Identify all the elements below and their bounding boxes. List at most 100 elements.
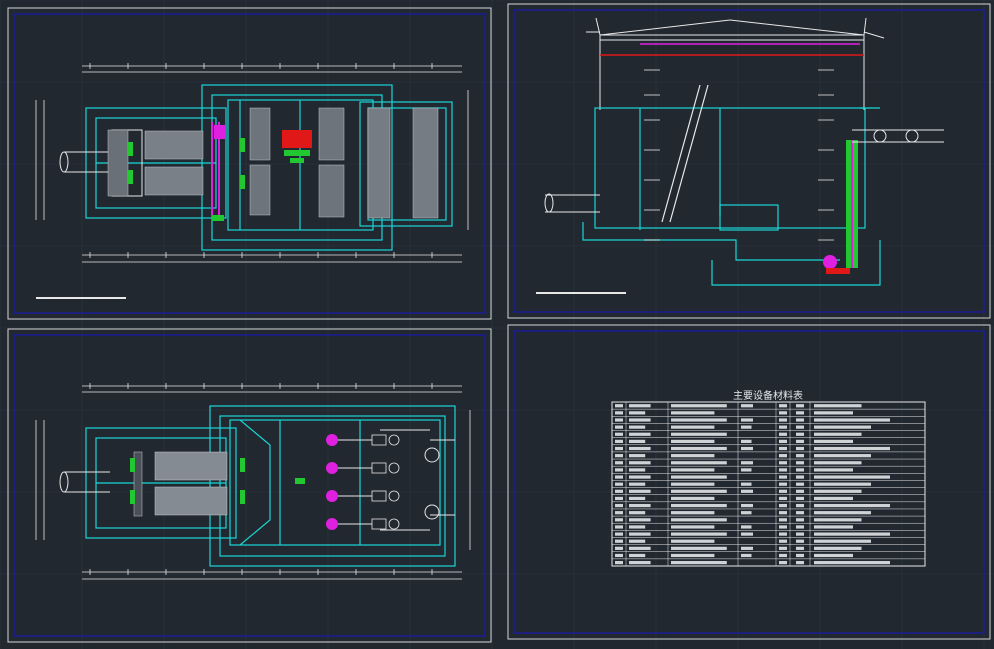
check-valve-icon [371, 434, 387, 446]
table-cell [671, 503, 727, 508]
sheet-inner-frame [513, 330, 985, 634]
table-cell [671, 439, 715, 443]
table-cell [814, 425, 871, 429]
sheet-frame [7, 328, 492, 643]
table-cell [779, 404, 787, 408]
table-cell [779, 446, 787, 451]
table-cell [671, 539, 715, 543]
table-cell [814, 468, 853, 472]
table-cell [615, 461, 623, 465]
gate-valve-icon [388, 518, 400, 530]
table-cell [779, 539, 787, 543]
table-cell [814, 503, 890, 508]
table-cell [615, 561, 623, 565]
section-inlet-pipe [544, 193, 600, 213]
plan-lower-structure [85, 405, 456, 567]
table-cell [814, 418, 890, 422]
sheet-frame [507, 3, 991, 319]
green-valves [128, 138, 245, 221]
gate-valve-icon [388, 490, 400, 502]
table-cell [671, 553, 715, 558]
sheet-plan-upper[interactable] [7, 7, 492, 320]
table-cell [615, 518, 623, 522]
table-cell [629, 511, 646, 515]
table-cell [779, 461, 787, 465]
table-cell [796, 525, 804, 529]
inclined-screen [661, 84, 709, 223]
table-cell [615, 539, 623, 543]
table-cell [629, 418, 651, 422]
sheet-plan-lower[interactable] [7, 328, 492, 643]
table-cell [796, 439, 804, 443]
table-cell [671, 468, 715, 472]
table-cell [741, 425, 752, 429]
table-cell [741, 461, 753, 465]
table-cell [796, 454, 804, 458]
plan-lower-dimension-lines [35, 385, 471, 580]
table-cell [671, 525, 715, 529]
table-cell [796, 553, 804, 558]
table-cell [671, 446, 727, 451]
table-cell [741, 418, 753, 422]
check-valve-icon [371, 490, 387, 502]
table-cell [796, 561, 804, 565]
table-cell [671, 454, 715, 458]
table-cell [629, 496, 646, 501]
equipment-table-border [611, 401, 926, 567]
table-cell [741, 468, 752, 472]
equipment-table-cells [615, 404, 890, 565]
table-cell [796, 532, 804, 536]
gate-valve-icon [388, 462, 400, 474]
table-cell [671, 425, 715, 429]
table-cell [629, 553, 646, 558]
table-cell [629, 525, 646, 529]
table-cell [814, 404, 862, 408]
table-cell [779, 411, 787, 415]
table-cell [615, 432, 623, 436]
table-cell [814, 411, 853, 415]
table-cell [615, 482, 623, 486]
plan-upper-dimension-lines [35, 65, 469, 263]
sheet-equipment-table[interactable]: 主要设备材料表 [507, 324, 991, 640]
table-cell [796, 404, 804, 408]
plan-upper-dimension-ticks [89, 63, 433, 258]
table-cell [629, 425, 646, 429]
table-cell [615, 496, 623, 501]
table-cell [629, 468, 646, 472]
table-cell [796, 546, 804, 550]
table-cell [671, 532, 727, 536]
table-cell [814, 482, 871, 486]
table-cell [796, 475, 804, 479]
table-cell [671, 461, 727, 465]
check-valve-icon [371, 518, 387, 530]
table-cell [629, 404, 651, 408]
table-cell [796, 503, 804, 508]
plan-upper-structure [85, 84, 453, 251]
table-cell [741, 511, 752, 515]
red-equipment-block [282, 130, 312, 163]
table-cell [741, 525, 752, 529]
table-cell [779, 525, 787, 529]
table-cell [779, 496, 787, 501]
table-cell [615, 454, 623, 458]
table-cell [796, 411, 804, 415]
table-cell [779, 439, 787, 443]
table-cell [671, 561, 727, 565]
gate-valve-icon [388, 434, 400, 446]
table-cell [814, 539, 871, 543]
table-cell [629, 532, 651, 536]
table-cell [779, 454, 787, 458]
table-cell [629, 411, 646, 415]
table-cell [779, 561, 787, 565]
table-cell [615, 425, 623, 429]
table-cell [671, 511, 715, 515]
table-cell [629, 446, 651, 451]
table-cell [629, 546, 651, 550]
table-cell [796, 489, 804, 493]
table-cell [671, 411, 715, 415]
discharge-pipe [852, 129, 944, 143]
table-cell [615, 439, 623, 443]
table-cell [796, 539, 804, 543]
sheet-section[interactable] [507, 3, 991, 319]
